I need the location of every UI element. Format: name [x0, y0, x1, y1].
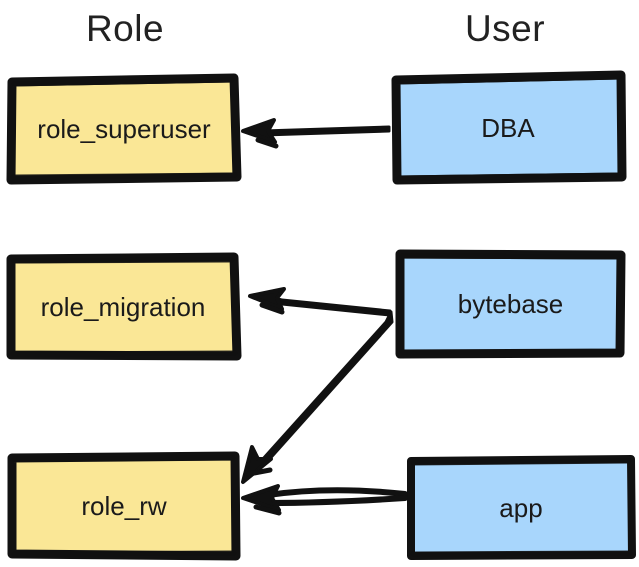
node-dba-shape: [391, 70, 627, 185]
node-role-superuser[interactable]: role_superuser: [6, 73, 242, 185]
node-role-rw[interactable]: role_rw: [7, 451, 241, 561]
node-dba[interactable]: DBA: [390, 70, 627, 185]
node-role-migration-shape: [6, 252, 242, 361]
node-bytebase[interactable]: bytebase: [395, 249, 626, 359]
node-dba-label: DBA: [481, 112, 535, 143]
node-app[interactable]: app: [406, 455, 636, 560]
edge-dba-to-role-superuser[interactable]: [241, 118, 391, 149]
node-app-label: app: [499, 492, 543, 523]
node-role-rw-shape: [7, 451, 241, 561]
column-header-role: Role: [85, 8, 165, 49]
node-role-superuser-label: role_superuser: [37, 113, 211, 144]
node-bytebase-shape: [395, 249, 626, 359]
node-role-migration[interactable]: role_migration: [6, 252, 242, 361]
node-app-shape: [407, 455, 636, 560]
edge-app-to-role-rw[interactable]: [241, 484, 408, 516]
node-role-superuser-shape: [6, 73, 242, 185]
node-role-rw-label: role_rw: [81, 490, 167, 521]
column-header-user: User: [464, 8, 546, 49]
node-bytebase-label: bytebase: [457, 288, 564, 319]
node-role-migration-label: role_migration: [40, 291, 206, 322]
edge-bytebase-to-role-rw[interactable]: [241, 310, 394, 484]
edge-bytebase-to-role-migration[interactable]: [248, 287, 392, 317]
